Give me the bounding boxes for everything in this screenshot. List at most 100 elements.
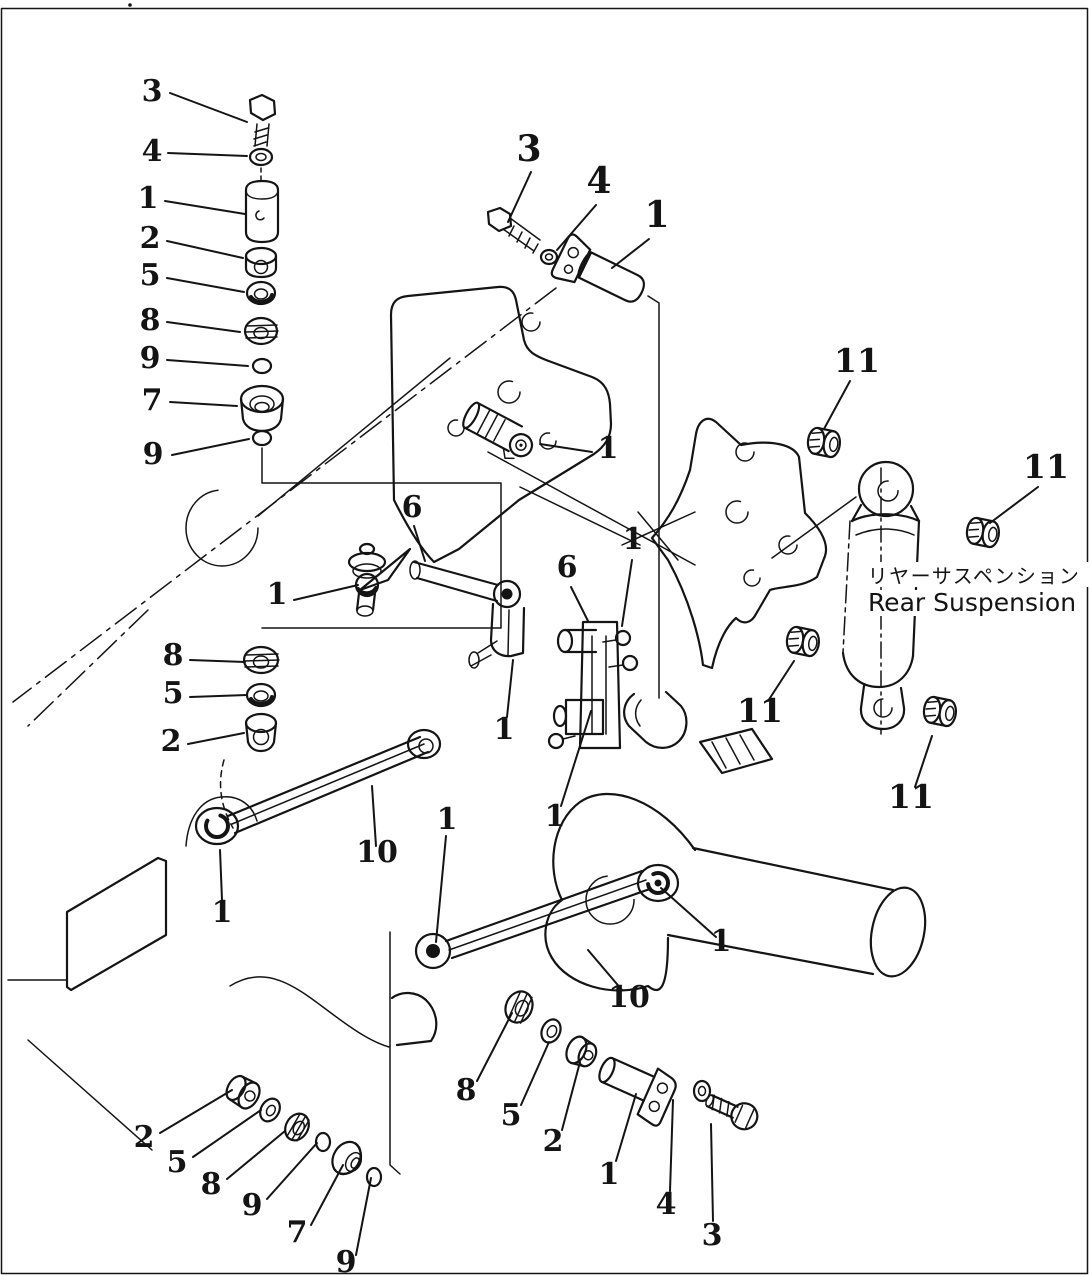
callout-part-2: 2 xyxy=(140,221,161,256)
callout-part-2: 2 xyxy=(161,724,182,759)
bushing-part-2d xyxy=(225,1074,261,1110)
callout-part-3: 3 xyxy=(142,74,163,109)
callout-part-8: 8 xyxy=(163,638,184,673)
left-mount-plate xyxy=(65,856,168,992)
callout-part-2: 2 xyxy=(543,1124,564,1159)
part-callouts: 3 4 1 2 5 8 9 7 9 3 4 1 1 6 1 6 1 11 11 … xyxy=(134,74,1069,1276)
link-rod-part-6 xyxy=(409,560,522,609)
callout-part-1: 1 xyxy=(623,522,644,557)
front-bracket-plate xyxy=(389,285,613,564)
washer-part-4b xyxy=(539,248,559,266)
ring-part-5c xyxy=(540,1018,562,1044)
callout-part-9: 9 xyxy=(336,1245,357,1276)
bushing-11 xyxy=(785,625,821,658)
bushing-part-8d xyxy=(284,1112,310,1142)
upper-bolts xyxy=(602,629,639,672)
o-ring-part-9b xyxy=(251,429,273,447)
top-middle-parts xyxy=(486,206,645,303)
o-ring-part-9d xyxy=(314,1131,332,1153)
callout-part-1: 1 xyxy=(644,194,669,236)
callout-part-4: 4 xyxy=(656,1187,677,1222)
callout-part-3: 3 xyxy=(516,128,541,170)
callout-part-4: 4 xyxy=(586,160,611,202)
bushing-part-8c xyxy=(504,990,534,1024)
callout-part-11: 11 xyxy=(888,777,934,816)
callout-part-5: 5 xyxy=(140,258,161,293)
callout-part-8: 8 xyxy=(201,1167,222,1202)
shock-absorber xyxy=(841,460,921,735)
mid-left-parts-stack xyxy=(219,645,280,829)
pin-assembly-part-1 xyxy=(462,401,534,460)
callout-part-1: 1 xyxy=(545,799,566,834)
detail-reference-lines xyxy=(261,295,660,1175)
ring-part-5d xyxy=(259,1097,281,1123)
upper-link-assembly xyxy=(347,542,526,669)
ribbed-bracket xyxy=(698,727,774,775)
lower-rod-part-10 xyxy=(414,863,680,970)
bushing-part-8 xyxy=(243,316,279,346)
ball-stud-part-1 xyxy=(347,542,387,617)
bottom-left-parts xyxy=(225,1074,383,1188)
callout-part-7: 7 xyxy=(287,1215,308,1250)
cap-part-7d xyxy=(331,1140,363,1176)
callout-part-1: 1 xyxy=(212,895,233,930)
callout-part-1: 1 xyxy=(494,712,515,747)
callout-part-7: 7 xyxy=(142,383,163,418)
top-left-parts-stack xyxy=(239,93,285,447)
callout-part-9: 9 xyxy=(242,1188,263,1223)
caption-block: リヤーサスペンション Rear Suspension xyxy=(851,562,1089,617)
axle-top-clevis xyxy=(623,690,688,749)
o-ring-part-9e xyxy=(365,1166,383,1188)
bottom-middle-parts xyxy=(504,990,759,1131)
vertical-link-assembly xyxy=(547,620,639,750)
pin-part-1b xyxy=(550,233,645,303)
washer-part-4c xyxy=(692,1079,712,1103)
bushing-11 xyxy=(922,695,958,728)
brake-line xyxy=(229,976,390,1048)
callout-part-6: 6 xyxy=(557,550,578,585)
callout-part-5: 5 xyxy=(167,1145,188,1180)
callout-part-10: 10 xyxy=(608,980,650,1015)
callout-part-8: 8 xyxy=(140,303,161,338)
callout-part-3: 3 xyxy=(702,1218,723,1253)
o-ring-part-9 xyxy=(251,357,273,375)
pin-part-1c xyxy=(598,1056,677,1127)
callout-part-4: 4 xyxy=(142,134,163,169)
link-rods xyxy=(194,728,680,970)
bushing-11 xyxy=(806,426,842,459)
axle-housing xyxy=(229,727,927,1048)
page-border xyxy=(0,7,1089,1275)
cap-part-7 xyxy=(239,384,285,433)
callout-part-8: 8 xyxy=(456,1073,477,1108)
callout-part-11: 11 xyxy=(834,341,880,380)
callout-part-9: 9 xyxy=(140,341,161,376)
callout-part-9: 9 xyxy=(143,437,164,472)
pin-part-1 xyxy=(244,179,280,244)
upper-pin xyxy=(556,628,598,654)
caption-japanese: リヤーサスペンション xyxy=(868,564,1081,588)
callout-part-6: 6 xyxy=(402,490,423,525)
callout-part-1: 1 xyxy=(598,431,619,466)
callout-part-11: 11 xyxy=(1023,447,1069,486)
bolt-part-3 xyxy=(248,93,277,147)
upper-rod-part-10 xyxy=(194,728,442,846)
frame-lines xyxy=(7,287,857,1151)
callout-part-1: 1 xyxy=(437,802,458,837)
callout-part-1: 1 xyxy=(711,924,732,959)
callout-part-5: 5 xyxy=(501,1098,522,1133)
bushing-part-8b xyxy=(242,645,280,675)
bushing-11 xyxy=(965,516,1001,549)
rear-bracket-plate xyxy=(650,417,828,670)
callout-part-10: 10 xyxy=(356,835,398,870)
ring-part-5b xyxy=(245,682,277,708)
callout-part-11: 11 xyxy=(737,691,783,730)
lower-clamp xyxy=(547,698,605,750)
leader-lines xyxy=(159,92,1039,1256)
bushings-11 xyxy=(785,426,1001,728)
callout-part-2: 2 xyxy=(134,1120,155,1155)
bushing-part-2 xyxy=(244,246,278,279)
clevis-bracket-part-1 xyxy=(468,602,526,669)
assembly-direction-arrow xyxy=(358,547,412,592)
